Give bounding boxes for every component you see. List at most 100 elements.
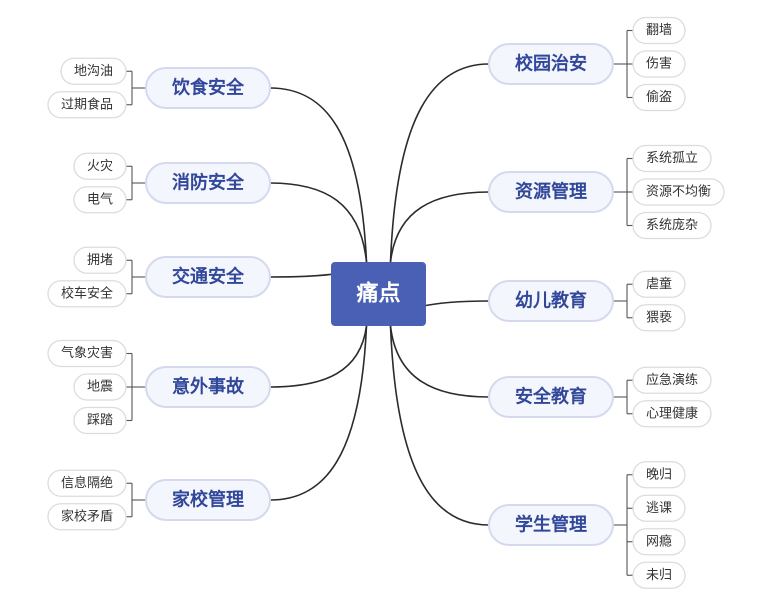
leaf-node[interactable]: 拥堵: [73, 246, 127, 274]
leaf-box: [632, 366, 712, 394]
leaf-box: [632, 178, 725, 206]
branch-box: [488, 376, 614, 418]
leaf-node[interactable]: 地沟油: [60, 57, 127, 85]
leaf-label: 未归: [646, 568, 672, 583]
branch-label: 饮食安全: [171, 77, 245, 99]
branch-node[interactable]: 安全教育: [488, 376, 614, 418]
leaf-box: [632, 561, 686, 589]
leaf-node[interactable]: 未归: [632, 561, 686, 589]
leaf-node[interactable]: 地震: [73, 373, 127, 401]
leaf-node[interactable]: 信息隔绝: [47, 469, 127, 497]
leaf-node[interactable]: 猥亵: [632, 304, 686, 332]
leaf-box: [47, 339, 127, 368]
branch-node[interactable]: 校园治安: [488, 43, 614, 85]
branch-connector: [389, 191, 490, 263]
leaf-node[interactable]: 系统孤立: [632, 144, 712, 173]
branch-node[interactable]: 意外事故: [145, 366, 271, 408]
branch-label: 消防安全: [172, 172, 245, 194]
leaf-box: [73, 406, 127, 435]
leaf-label: 翻墙: [646, 23, 672, 38]
leaf-label: 网瘾: [646, 533, 672, 549]
leaf-label: 资源不均衡: [646, 185, 711, 200]
leaf-label: 晚归: [646, 467, 672, 482]
branch-box: [145, 366, 271, 408]
leaf-label: 拥堵: [87, 253, 113, 268]
branch-connector: [389, 325, 490, 526]
leaf-box: [632, 270, 686, 298]
branch-box: [145, 479, 271, 521]
leaf-node[interactable]: 家校矛盾: [47, 503, 127, 531]
branch-node[interactable]: 家校管理: [145, 479, 271, 521]
leaf-label: 火灾: [87, 158, 113, 174]
leaf-label: 系统孤立: [646, 151, 698, 166]
leaf-label: 猥亵: [646, 309, 672, 325]
branch-node[interactable]: 幼儿教育: [488, 280, 614, 322]
leaf-label: 偷盗: [646, 89, 672, 105]
leaf-node[interactable]: 翻墙: [632, 16, 686, 45]
leaf-node[interactable]: 网瘾: [632, 528, 686, 556]
branch-box: [145, 67, 271, 109]
root-label: 痛点: [356, 281, 400, 307]
leaf-node[interactable]: 应急演练: [632, 366, 712, 394]
leaf-node[interactable]: 心理健康: [632, 400, 712, 428]
leaf-node[interactable]: 晚归: [632, 461, 686, 489]
leaf-node[interactable]: 虐童: [632, 270, 686, 298]
leaf-box: [47, 280, 127, 308]
branch-label: 幼儿教育: [515, 290, 587, 312]
leaf-label: 伤害: [646, 56, 672, 72]
branch-box: [145, 256, 271, 298]
leaf-node[interactable]: 火灾: [73, 152, 127, 180]
leaf-box: [73, 186, 127, 214]
leaf-label: 心理健康: [646, 405, 698, 421]
branch-label: 家校管理: [172, 489, 244, 511]
leaf-box: [47, 503, 127, 531]
branch-label: 学生管理: [515, 514, 587, 536]
branch-connector: [269, 182, 368, 263]
leaf-node[interactable]: 伤害: [632, 50, 686, 78]
branch-node[interactable]: 学生管理: [488, 504, 614, 546]
leaf-box: [73, 152, 127, 180]
leaf-label: 应急演练: [646, 372, 698, 388]
branch-connector: [389, 325, 490, 398]
leaf-node[interactable]: 系统庞杂: [632, 211, 712, 240]
leaf-node[interactable]: 电气: [73, 186, 127, 214]
branch-label: 校园治安: [515, 53, 587, 75]
leaf-node[interactable]: 气象灾害: [47, 339, 127, 368]
branch-connector: [389, 63, 490, 263]
branch-node[interactable]: 资源管理: [488, 171, 614, 213]
leaf-box: [632, 494, 686, 522]
branch-node[interactable]: 交通安全: [145, 256, 271, 298]
leaf-box: [632, 83, 686, 112]
branch-connector: [269, 325, 368, 501]
branch-box: [488, 504, 614, 546]
leaf-node[interactable]: 踩踏: [73, 406, 127, 435]
leaf-node[interactable]: 逃课: [632, 494, 686, 522]
leaf-box: [632, 528, 686, 556]
branch-connector: [269, 325, 368, 388]
leaf-node[interactable]: 校车安全: [47, 280, 127, 308]
branch-box: [145, 162, 271, 204]
leaf-label: 校车安全: [61, 285, 113, 301]
leaf-node[interactable]: 偷盗: [632, 83, 686, 112]
leaf-box: [60, 57, 127, 85]
branch-box: [488, 280, 614, 322]
leaf-label: 逃课: [646, 501, 672, 516]
branch-node[interactable]: 饮食安全: [145, 67, 271, 109]
leaf-label: 踩踏: [87, 413, 113, 428]
leaf-label: 家校矛盾: [61, 508, 113, 524]
leaf-box: [632, 461, 686, 489]
leaf-box: [632, 211, 712, 240]
leaf-node[interactable]: 过期食品: [47, 91, 127, 119]
leaf-box: [632, 144, 712, 173]
leaf-box: [73, 246, 127, 274]
leaf-node[interactable]: 资源不均衡: [632, 178, 725, 206]
leaf-box: [73, 373, 127, 401]
leaf-label: 气象灾害: [61, 345, 113, 361]
branch-node[interactable]: 消防安全: [145, 162, 271, 204]
leaf-box: [632, 304, 686, 332]
leaf-label: 信息隔绝: [61, 475, 113, 491]
root-node[interactable]: 痛点: [331, 262, 426, 326]
leaf-box: [47, 469, 127, 497]
